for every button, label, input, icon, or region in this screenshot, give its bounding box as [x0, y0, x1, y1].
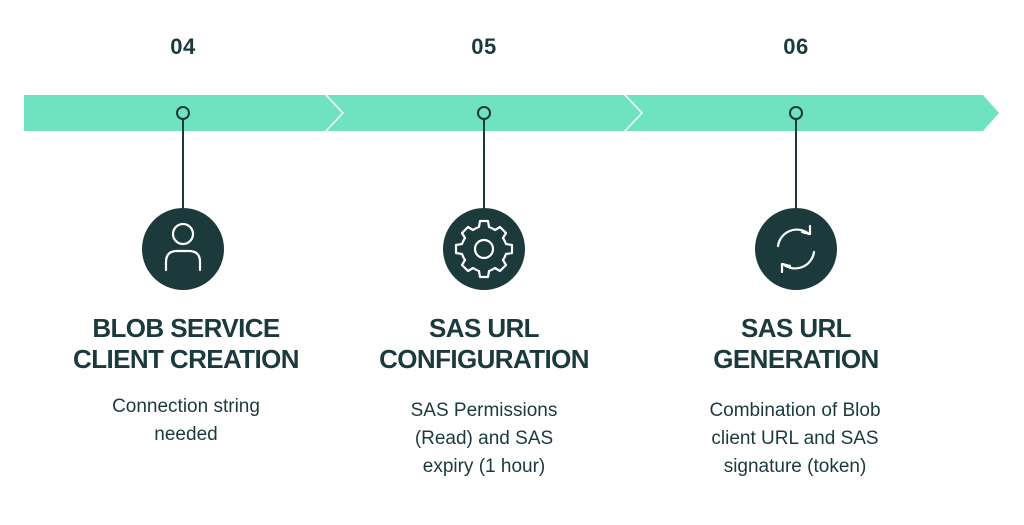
timeline-segment-3 [626, 95, 999, 131]
step-description-line: Connection string [112, 396, 260, 417]
connector-3 [789, 106, 803, 210]
step-title-line: SAS URL [429, 313, 540, 343]
step-description-06: Combination of Blob client URL and SAS s… [665, 397, 925, 481]
icon-circle-1 [142, 208, 224, 290]
user-icon [164, 222, 202, 272]
step-title-line: CONFIGURATION [379, 344, 589, 374]
step-description-line: Combination of Blob [709, 400, 881, 421]
icon-circle-3 [755, 208, 837, 290]
step-title-line: CLIENT CREATION [73, 344, 300, 374]
step-number-06: 06 [783, 34, 809, 59]
step-number-04: 04 [170, 34, 196, 59]
icon-circle-2 [443, 208, 525, 290]
step-description-line: (Read) and SAS [414, 428, 554, 449]
gear-icon [454, 219, 514, 279]
refresh-icon [776, 224, 816, 274]
connector-2 [477, 106, 491, 210]
step-description-line: client URL and SAS [711, 428, 879, 449]
connector-1 [176, 106, 190, 210]
step-title-line: GENERATION [713, 344, 879, 374]
step-description-04: Connection string needed [56, 393, 316, 449]
step-description-line: needed [154, 424, 218, 445]
step-title-line: SAS URL [741, 313, 852, 343]
step-description-line: expiry (1 hour) [422, 456, 546, 477]
step-title-line: BLOB SERVICE [92, 313, 280, 343]
step-description-line: SAS Permissions [410, 400, 558, 421]
step-title-sas-url-configuration: SAS URL CONFIGURATION [334, 313, 634, 375]
step-description-line: signature (token) [723, 456, 867, 477]
step-description-05: SAS Permissions (Read) and SAS expiry (1… [354, 397, 614, 481]
step-title-blob-service-client-creation: BLOB SERVICE CLIENT CREATION [36, 313, 336, 375]
step-title-sas-url-generation: SAS URL GENERATION [646, 313, 946, 375]
step-number-05: 05 [471, 34, 497, 59]
